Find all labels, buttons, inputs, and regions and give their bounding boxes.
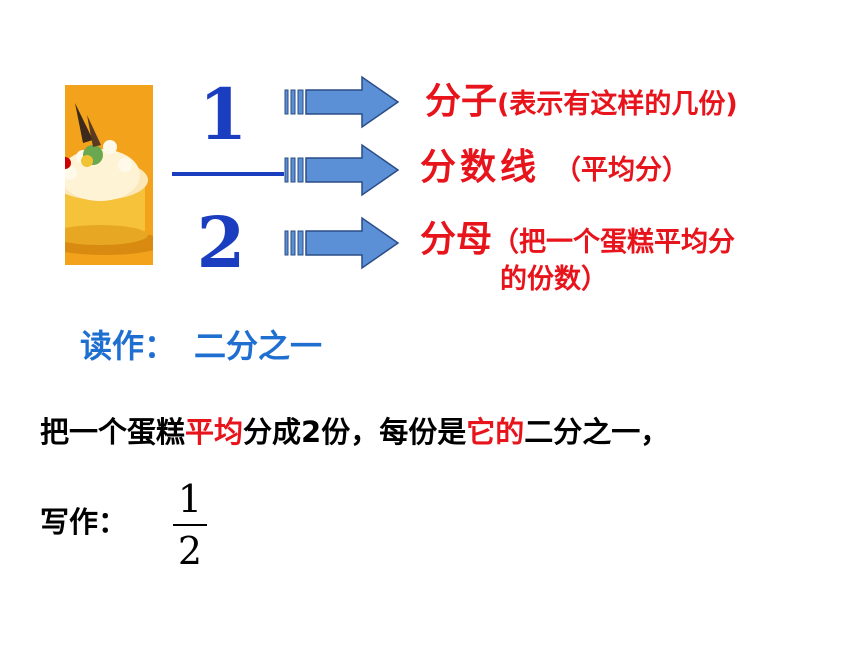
big-denominator: 2 [196,201,246,284]
numerator-note: (表示有这样的几份) [497,89,738,120]
fraction-line-label: 分数线 （平均分） [420,148,689,188]
cake-illustration [65,85,153,265]
written-denominator: 2 [177,529,203,573]
fraction-line-note: （平均分） [554,155,690,186]
denominator-term: 分母 [420,219,493,260]
big-numerator: 1 [198,73,248,156]
fraction-bar [172,172,284,176]
written-numerator: 1 [177,477,203,521]
reading-line: 读作： 二分之一 [80,326,322,366]
reading-label: 读作： [80,327,177,365]
written-fraction: 1 2 [172,478,208,572]
arrow-right-icon [284,143,400,197]
denominator-note-line1: （把一个蛋糕平均分 [492,227,736,258]
denominator-label: 分母（把一个蛋糕平均分 [420,220,735,260]
sentence-highlight-its: 它的 [466,415,525,449]
cake-image [65,85,153,265]
denominator-note-line2: 的份数） [500,264,608,295]
numerator-label: 分子(表示有这样的几份) [425,82,738,122]
sentence-part3: 二分之一， [524,415,670,449]
arrow-right-icon [284,216,400,270]
fraction-line-term: 分数线 [420,147,541,188]
arrow-right-icon [284,75,400,129]
writing-label: 写作： [40,505,128,539]
explanation-sentence: 把一个蛋糕平均分成2份，每份是它的二分之一， [40,414,669,450]
sentence-highlight-average: 平均 [185,415,244,449]
reading-value: 二分之一 [194,327,323,365]
sentence-part2: 分成2份，每份是 [243,415,467,449]
numerator-term: 分子 [425,81,498,122]
sentence-part1: 把一个蛋糕 [40,415,186,449]
written-fraction-bar [173,524,207,526]
